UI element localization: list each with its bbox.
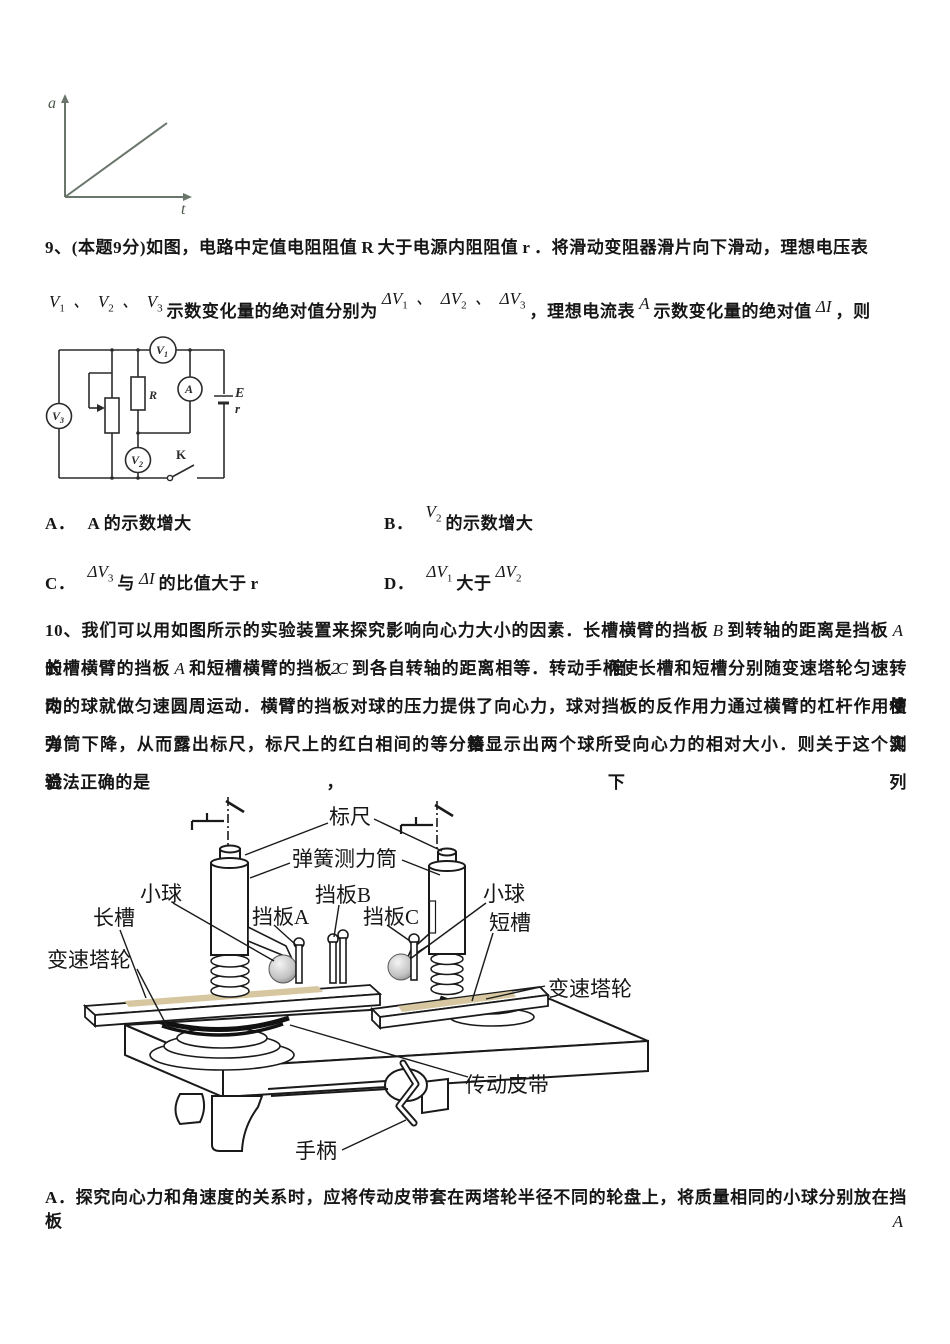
svg-text:V1: V1 xyxy=(156,343,168,359)
emf-label: E xyxy=(234,386,244,401)
centripetal-force-apparatus-figure: 标尺 弹簧测力筒 小球 挡板B 挡板A 挡板C 小球 长槽 短槽 变速塔轮 变速… xyxy=(47,797,649,1163)
svg-text:V2: V2 xyxy=(131,453,143,469)
ball-right xyxy=(387,953,415,981)
graph-x-axis-label: t xyxy=(181,201,186,218)
rheostat-symbol xyxy=(104,397,120,434)
baffle-c-plate xyxy=(410,941,418,981)
voltmeter-v1-symbol xyxy=(149,336,177,364)
label-spring-tube: 弹簧测力筒 xyxy=(292,847,397,871)
graph-y-axis-label: a xyxy=(48,95,56,112)
drive-belt-lines xyxy=(267,1080,389,1097)
label-handle: 手柄 xyxy=(295,1139,337,1163)
spring-cylinder-right xyxy=(428,847,466,955)
label-belt: 传动皮带 xyxy=(465,1073,549,1097)
rheostat-wiper-arrow xyxy=(97,404,105,412)
voltmeter-v1-label: V xyxy=(156,343,165,357)
junction-dots xyxy=(110,348,192,480)
label-tower-right: 变速塔轮 xyxy=(548,977,632,1001)
circuit-diagram: V1 V3 V2 A R E r K xyxy=(45,336,244,482)
voltmeter-v2-symbol xyxy=(124,446,152,474)
q10-stem-line5: 说法正确的是 xyxy=(45,773,151,792)
spring-cylinder-left xyxy=(210,844,249,956)
switch-label: K xyxy=(176,447,187,462)
label-long-slot: 长槽 xyxy=(93,906,135,930)
lever-arm-left xyxy=(247,925,294,961)
baffle-a-plate xyxy=(295,944,303,984)
tower-pulley-left-belt-grooves xyxy=(153,1015,290,1037)
label-tower-left: 变速塔轮 xyxy=(47,948,131,972)
resistor-r-symbol xyxy=(130,376,146,411)
label-baffle-a: 挡板A xyxy=(252,905,310,929)
internal-resistance-label: r xyxy=(235,401,241,416)
axis-indicator-left xyxy=(190,797,245,845)
ammeter-symbol xyxy=(177,376,203,402)
label-ball-left: 小球 xyxy=(140,882,182,906)
axis-indicator-right xyxy=(399,801,454,849)
ammeter-label: A xyxy=(184,382,193,396)
voltmeter-v2-label: V xyxy=(131,453,140,467)
crank-handle-highlight xyxy=(397,1061,418,1125)
label-short-slot: 短槽 xyxy=(489,911,531,935)
q10-stem-line3: 内的球就做匀速圆周运动．横臂的挡板对球的压力提供了向心力，球对挡板的反作用力通过… xyxy=(45,697,907,754)
switch-contact xyxy=(166,474,174,482)
label-baffle-c: 挡板C xyxy=(363,905,419,929)
voltmeter-v3-symbol xyxy=(45,402,73,430)
label-ball-right: 小球 xyxy=(483,882,525,906)
leader-lines xyxy=(119,818,546,1151)
label-baffle-b: 挡板B xyxy=(315,883,371,907)
label-ruler: 标尺 xyxy=(329,805,371,829)
baffle-b-plate xyxy=(329,941,337,984)
ball-left xyxy=(268,954,298,984)
svg-text:V3: V3 xyxy=(52,409,64,425)
long-slot-bar xyxy=(82,984,383,1029)
spring-left xyxy=(210,954,250,998)
spring-right xyxy=(430,952,464,996)
resistor-label: R xyxy=(148,388,157,402)
scale-window xyxy=(428,900,437,934)
voltmeter-v3-label: V xyxy=(52,409,61,423)
q10-stem-line4: 力筒下降，从而露出标尺，标尺上的红白相间的等分格显示出两个球所受向心力的相对大小… xyxy=(45,735,907,792)
acceleration-time-graph: a t xyxy=(48,94,192,218)
baffle-b-plate2 xyxy=(339,937,347,984)
q10-option-a: A．探究向心力和角速度的关系时，应将传动皮带套在两塔轮半径不同的轮盘上，将质量相… xyxy=(45,1188,907,1231)
